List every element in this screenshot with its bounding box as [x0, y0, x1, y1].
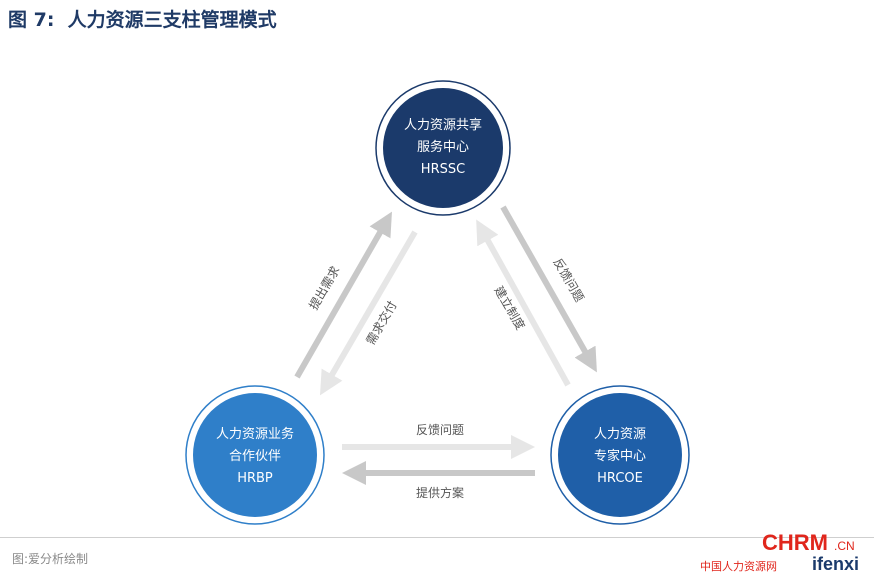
- node-hrcoe-line1: 人力资源: [594, 427, 646, 442]
- node-hrbp-line2: 合作伙伴: [229, 449, 281, 464]
- figure-title: 图 7: 人力资源三支柱管理模式: [8, 9, 277, 31]
- node-hrssc: 人力资源共享 服务中心 HRSSC: [375, 80, 511, 216]
- label-left-down: 需求交付: [363, 298, 400, 347]
- label-bottom-right: 反馈问题: [416, 423, 464, 437]
- label-bottom-left: 提供方案: [416, 485, 464, 500]
- watermark-logo: CHRM .CN 中国人力资源网 ifenxi: [700, 530, 874, 578]
- node-hrcoe-line2: 专家中心: [594, 448, 646, 464]
- source-note: 图:爱分析绘制: [12, 552, 89, 566]
- logo-sub: 中国人力资源网: [700, 560, 777, 573]
- arrow-left-down: [319, 230, 418, 396]
- node-hrcoe: 人力资源 专家中心 HRCOE: [550, 385, 690, 525]
- arrow-right-up: [476, 219, 571, 387]
- logo-chrm: CHRM: [762, 530, 828, 555]
- node-hrssc-line2: 服务中心: [417, 139, 469, 155]
- node-hrbp: 人力资源业务 合作伙伴 HRBP: [185, 385, 325, 525]
- node-hrbp-line3: HRBP: [237, 471, 273, 486]
- logo-cn: .CN: [834, 539, 855, 553]
- arrow-left-up: [294, 211, 392, 379]
- node-hrbp-line1: 人力资源业务: [216, 426, 294, 442]
- logo-ifenxi: ifenxi: [812, 554, 860, 574]
- node-hrssc-line1: 人力资源共享: [404, 117, 482, 133]
- footer-divider: [0, 537, 874, 538]
- arrow-right-down: [500, 205, 597, 373]
- three-pillars-diagram: 提出需求 需求交付 建立制度 反馈问题 反馈问题 提供方案 人力资源共享 服务中…: [185, 80, 690, 525]
- node-hrssc-line3: HRSSC: [421, 162, 465, 177]
- node-hrcoe-line3: HRCOE: [597, 471, 643, 486]
